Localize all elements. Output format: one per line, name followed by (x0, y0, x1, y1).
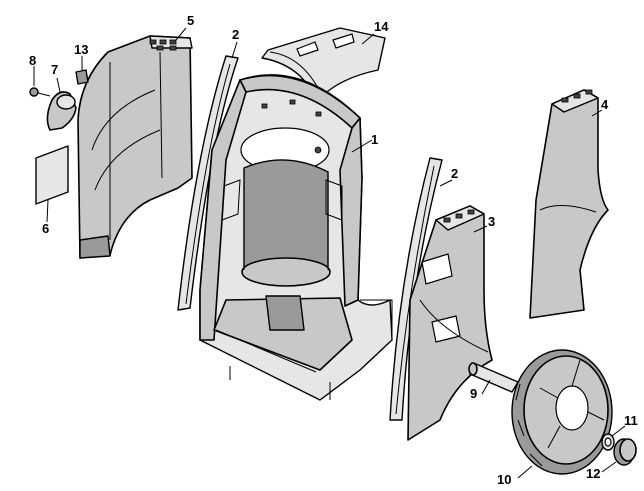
part-2-strip-left (177, 55, 239, 311)
callout-14: 14 (374, 19, 389, 34)
part-5-left-panel (77, 35, 193, 259)
part-14-top-cover (261, 27, 386, 99)
part-10-wheel (511, 349, 613, 475)
callout-2-right: 2 (451, 166, 459, 181)
part-6-label (35, 145, 69, 205)
leader-lines (33, 27, 626, 479)
callout-11: 11 (624, 413, 638, 428)
part-2-strip-right (389, 157, 443, 421)
callout-6: 6 (42, 221, 50, 236)
callout-8: 8 (29, 53, 37, 68)
callout-1: 1 (371, 132, 379, 147)
callout-4: 4 (601, 97, 609, 112)
part-4-far-right-panel (529, 89, 609, 319)
callout-7: 7 (51, 62, 59, 77)
part-1-main-housing (199, 74, 393, 401)
part-9-axle (468, 362, 519, 393)
callout-12: 12 (586, 466, 601, 481)
callout-10: 10 (497, 472, 512, 487)
part-11-washer (601, 433, 615, 451)
callout-5: 5 (187, 13, 195, 28)
part-7-knob (46, 91, 77, 131)
callout-3: 3 (488, 214, 496, 229)
part-8-screw (29, 87, 51, 97)
callout-2-left: 2 (232, 27, 240, 42)
part-13-clip (75, 69, 89, 85)
part-12-hub-cap (613, 438, 637, 466)
part-3-right-panel (407, 205, 493, 441)
callout-13: 13 (74, 42, 89, 57)
callout-9: 9 (470, 386, 478, 401)
